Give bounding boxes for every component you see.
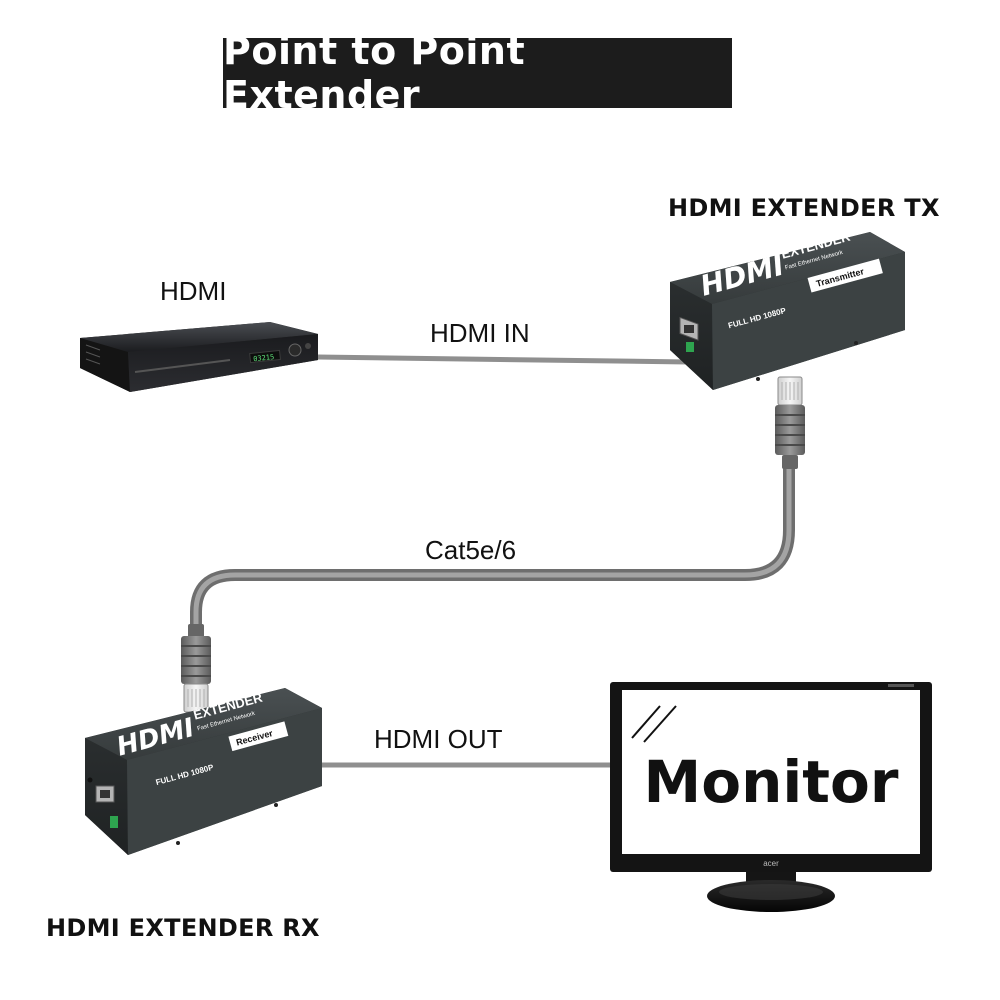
rx-extender-box: HDMI EXTENDER Fast Ethernet Network Rece… — [85, 688, 322, 855]
hdmi-out-label: HDMI OUT — [374, 724, 503, 754]
dvd-player: 03215 — [80, 322, 318, 392]
rj45-connector-rx — [181, 624, 211, 713]
hdmi-in-cable — [317, 354, 689, 365]
monitor-screen — [622, 690, 920, 854]
tx-device-label: HDMI EXTENDER TX — [668, 194, 940, 222]
source-device-label: HDMI — [160, 276, 227, 306]
cat-cable-label: Cat5e/6 — [425, 535, 517, 565]
rx-device-label: HDMI EXTENDER RX — [46, 914, 320, 942]
monitor-label: Monitor — [644, 748, 899, 816]
monitor-brand: acer — [763, 859, 779, 868]
monitor: acer Monitor — [610, 682, 932, 912]
svg-text:03215: 03215 — [253, 353, 275, 363]
rj45-connector-tx — [775, 376, 805, 469]
tx-extender-box: HDMI EXTENDER Fast Ethernet Network Tran… — [670, 229, 905, 390]
hdmi-in-label: HDMI IN — [430, 318, 530, 348]
